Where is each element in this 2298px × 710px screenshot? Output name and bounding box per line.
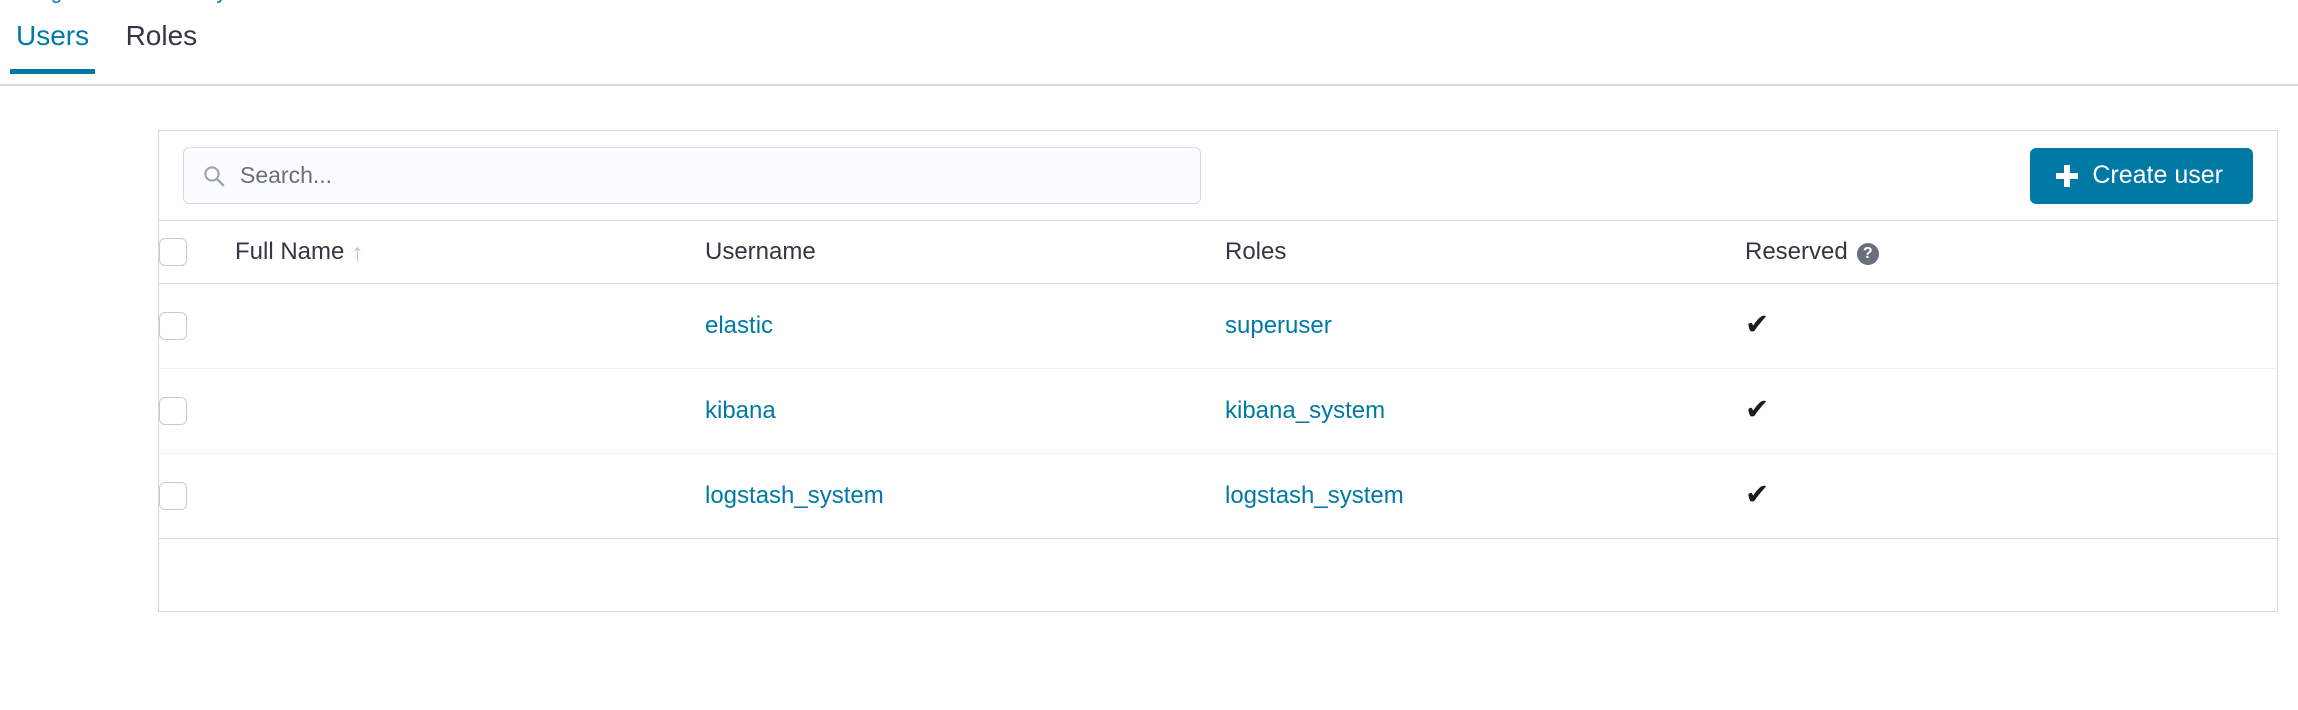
tab-users[interactable]: Users [0,12,105,74]
column-header-username-label: Username [705,237,816,265]
check-icon: ✔ [1745,394,1770,426]
row-checkbox[interactable] [159,396,187,425]
panel-toolbar: Create user [159,131,2277,221]
plus-icon [2056,164,2079,187]
check-icon: ✔ [1745,479,1770,511]
column-header-fullname[interactable]: Full Name↑ [235,221,705,284]
column-header-username[interactable]: Username [705,221,1225,284]
cell-username: elastic [705,283,1225,369]
column-header-roles-label: Roles [1225,237,1287,265]
help-circle-icon[interactable]: ? [1856,242,1879,265]
create-user-button[interactable]: Create user [2030,147,2253,204]
cell-reserved: ✔ [1745,283,2279,369]
cell-fullname [235,453,705,539]
search-field-wrapper [183,147,1201,204]
cell-roles: kibana_system [1225,368,1745,454]
cell-reserved: ✔ [1745,453,2279,539]
users-table-body: elastic superuser ✔ kibana kibana_s [159,283,2279,539]
breadcrumb-item-management[interactable]: Management [0,0,119,4]
cell-roles: logstash_system [1225,453,1745,539]
column-header-roles[interactable]: Roles [1225,221,1745,284]
table-row[interactable]: elastic superuser ✔ [159,283,2279,369]
role-link[interactable]: logstash_system [1225,481,1404,509]
sort-ascending-icon: ↑ [351,238,364,267]
check-icon: ✔ [1745,309,1770,341]
breadcrumb-item-security[interactable]: Security [153,0,227,4]
breadcrumb: Management / Security [0,0,2298,8]
row-checkbox[interactable] [159,311,187,340]
row-select-cell [159,453,235,539]
column-header-reserved-label: Reserved [1745,237,1848,265]
username-link[interactable]: elastic [705,311,774,339]
table-header-row: Full Name↑ Username Roles Reserved? [159,221,2279,284]
cell-fullname [235,283,705,369]
cell-reserved: ✔ [1745,368,2279,454]
role-link[interactable]: kibana_system [1225,396,1386,424]
table-row[interactable]: logstash_system logstash_system ✔ [159,453,2279,539]
select-all-header [159,221,235,284]
role-link[interactable]: superuser [1225,311,1332,339]
column-header-fullname-label: Full Name [235,237,345,265]
tab-roles[interactable]: Roles [125,20,198,51]
username-link[interactable]: logstash_system [705,481,884,509]
row-select-cell [159,283,235,369]
cell-roles: superuser [1225,283,1745,369]
column-header-reserved[interactable]: Reserved? [1745,221,2279,284]
username-link[interactable]: kibana [705,396,776,424]
users-table-head: Full Name↑ Username Roles Reserved? [159,221,2279,284]
cell-username: logstash_system [705,453,1225,539]
breadcrumb-separator: / [123,0,148,3]
create-user-button-label: Create user [2092,161,2223,189]
row-checkbox[interactable] [159,481,187,510]
cell-username: kibana [705,368,1225,454]
users-panel: Create user Full Name↑ Username Roles [158,130,2279,612]
users-table: Full Name↑ Username Roles Reserved? [159,221,2279,539]
table-row[interactable]: kibana kibana_system ✔ [159,368,2279,454]
row-select-cell [159,368,235,454]
table-footer [159,538,2277,611]
search-input[interactable] [183,147,1201,204]
select-all-checkbox[interactable] [159,237,187,266]
cell-fullname [235,368,705,454]
tab-bar: Users Roles [0,12,2298,86]
